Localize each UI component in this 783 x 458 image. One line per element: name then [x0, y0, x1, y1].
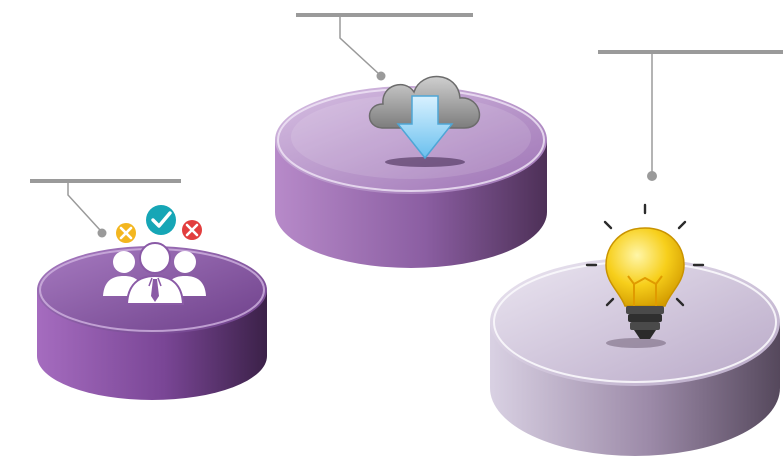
callout-idea — [598, 50, 783, 181]
lightbulb-icon — [585, 203, 705, 348]
callout-cloud — [296, 13, 473, 81]
callout-leader — [67, 181, 101, 231]
callout-dot — [647, 171, 657, 181]
warning-icon — [116, 223, 136, 243]
callout-leader — [339, 15, 380, 75]
team-people-icon — [103, 242, 206, 305]
callout-team — [30, 179, 181, 238]
cloud-download-icon — [368, 75, 481, 167]
close-icon — [182, 220, 202, 240]
callout-dot — [97, 228, 107, 238]
callout-dot — [376, 71, 386, 81]
check-icon — [146, 205, 176, 235]
